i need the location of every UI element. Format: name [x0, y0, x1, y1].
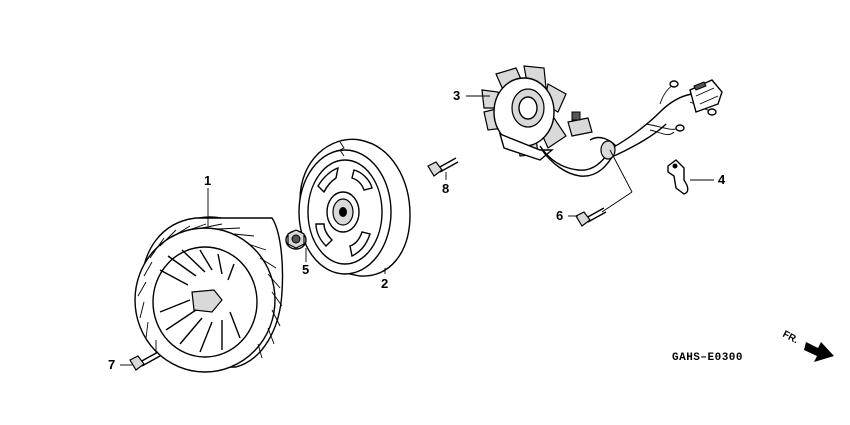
callout-7: 7: [108, 357, 115, 372]
clamp-bolt: [427, 157, 459, 177]
flange-nut: [285, 229, 307, 250]
callout-2: 2: [381, 276, 388, 291]
leader-lines: [120, 95, 714, 366]
fan-bolt: [129, 351, 161, 371]
wire-clamp: [667, 159, 689, 195]
callout-3: 3: [453, 88, 460, 103]
wire-harness: [539, 79, 723, 177]
callout-1: 1: [204, 173, 211, 188]
callout-6: 6: [556, 208, 563, 223]
fr-arrow-icon: FR.: [781, 329, 834, 362]
stator: [481, 65, 593, 161]
flywheel: [298, 138, 411, 277]
drawing-code: GAHS–E0300: [672, 352, 743, 364]
callout-5: 5: [302, 262, 309, 277]
cooling-fan: [134, 216, 284, 373]
stator-bolt: [575, 207, 607, 227]
direction-label: FR.: [781, 329, 801, 346]
callout-4: 4: [718, 172, 726, 187]
callout-8: 8: [442, 181, 449, 196]
